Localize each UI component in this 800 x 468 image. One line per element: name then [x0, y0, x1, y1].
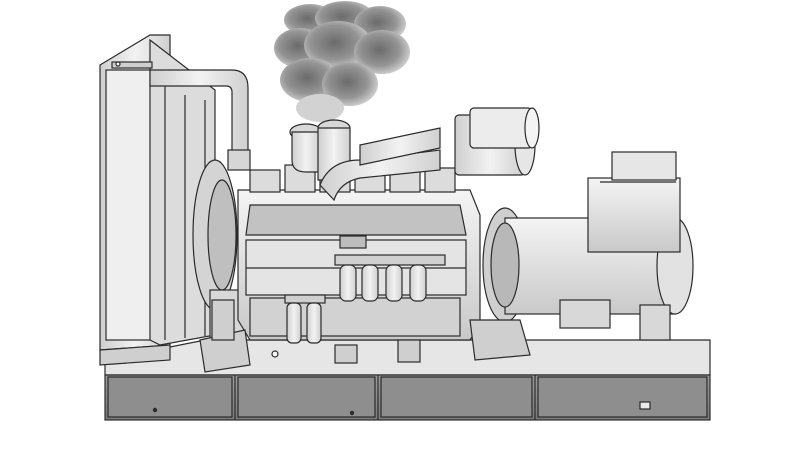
terminal-box	[587, 151, 681, 253]
air-filters	[454, 107, 540, 176]
exhaust-smoke	[274, 1, 410, 122]
engine-mounts	[199, 299, 421, 373]
fuel-filters	[284, 254, 446, 344]
coolant-pipe	[149, 69, 251, 171]
exhaust-manifold	[289, 119, 441, 202]
engine-block	[237, 164, 481, 341]
